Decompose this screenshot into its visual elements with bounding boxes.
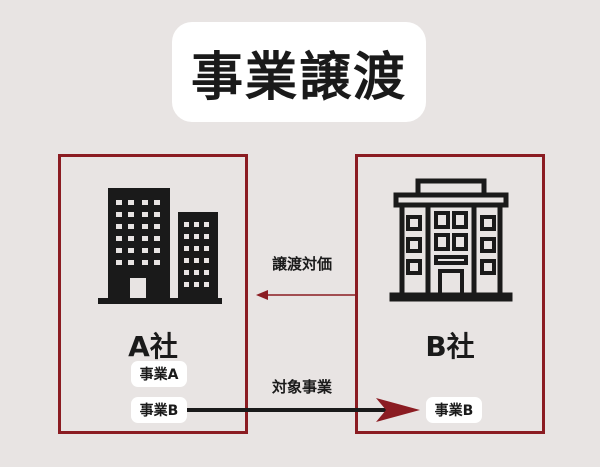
company-b-name: B社 (425, 330, 475, 363)
transfer-arrowhead (376, 398, 420, 422)
company-a-frame: A社 (58, 154, 248, 434)
company-b-business-b: 事業B (426, 397, 482, 423)
consideration-label: 譲渡対価 (271, 255, 332, 273)
company-a-business-b: 事業B (131, 397, 187, 423)
consideration-arrowhead (256, 290, 268, 300)
title-box: 事業譲渡 (172, 22, 426, 122)
company-a-business-a: 事業A (131, 361, 187, 387)
office-building-icon (389, 178, 513, 302)
transfer-label: 対象事業 (271, 378, 332, 396)
page-title: 事業譲渡 (190, 47, 407, 108)
company-a-name: A社 (128, 330, 178, 363)
company-b-frame: B社 (355, 154, 545, 434)
office-tower-icon (98, 188, 222, 304)
